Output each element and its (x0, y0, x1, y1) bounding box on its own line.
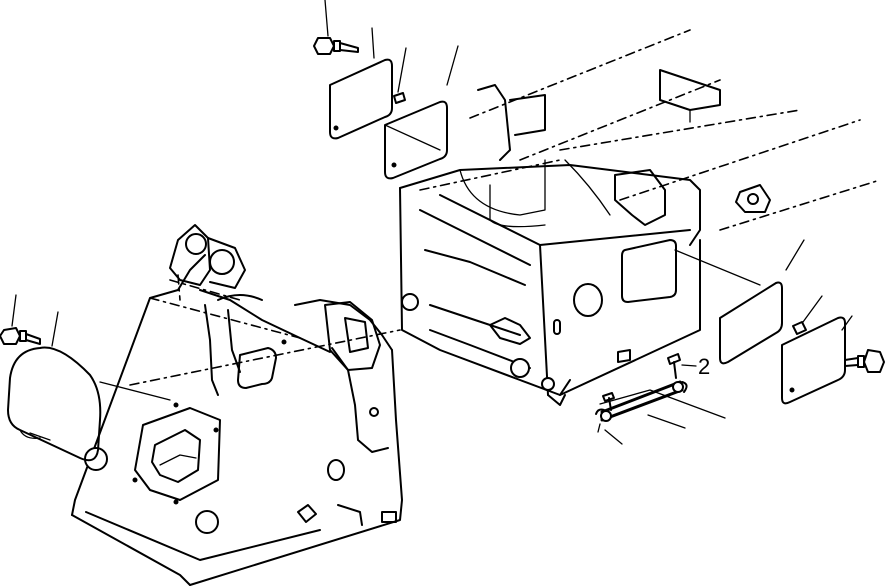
bolt-left (0, 327, 41, 345)
mounting-plate (735, 184, 771, 213)
cover-plate-right-1 (719, 281, 783, 365)
cover-plate-upper-2 (384, 100, 448, 180)
front-frame (71, 224, 403, 586)
support-bar (595, 380, 688, 422)
pin-small (602, 392, 615, 411)
rear-frame (399, 29, 881, 406)
cover-plate-upper-1 (329, 58, 393, 140)
cover-plate-right-2 (781, 316, 846, 405)
callout-label-2: 2 (698, 354, 710, 379)
side-cover-left (7, 346, 102, 462)
bolt-upper (313, 37, 359, 55)
bolt-right (844, 349, 885, 373)
gasket-upper (393, 92, 406, 104)
leader-lines (11, 0, 853, 445)
pin-2 (667, 353, 681, 379)
gasket-right (792, 321, 807, 335)
